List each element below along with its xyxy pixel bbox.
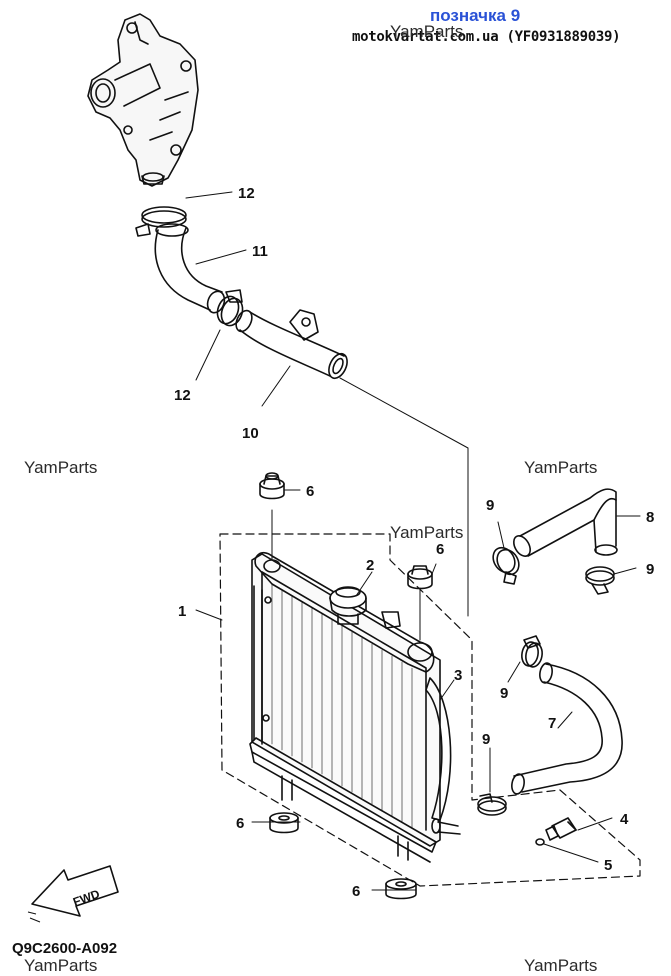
hose-clamp-9-c <box>521 635 543 668</box>
callout-3: 3 <box>454 667 462 684</box>
callout-4: 4 <box>620 811 629 828</box>
hose-11 <box>154 223 226 314</box>
damper-bottom-left <box>269 812 299 834</box>
callout-12-upper: 12 <box>238 185 255 202</box>
hose-clamp-9-d <box>477 793 507 816</box>
header-title: позначка 9 <box>430 6 521 25</box>
radiator <box>249 509 461 863</box>
callout-9-a: 9 <box>486 497 494 514</box>
radiator-cap <box>329 586 367 625</box>
watermark-bottom-right: YamParts <box>524 956 598 975</box>
watermark-left: YamParts <box>24 458 98 477</box>
callout-9-c: 9 <box>500 685 508 702</box>
callout-12-lower: 12 <box>174 387 191 404</box>
callout-5: 5 <box>604 857 612 874</box>
callout-6-bottom-left: 6 <box>236 815 244 832</box>
callout-6-bottom-right: 6 <box>352 883 360 900</box>
leader-line <box>339 377 469 617</box>
damper-right <box>407 565 433 590</box>
pipe-10 <box>235 309 348 380</box>
header-site: motokvartat.com.ua (YF0931889039) <box>352 29 621 45</box>
callout-6-right: 6 <box>436 541 444 558</box>
damper-top <box>259 472 285 500</box>
callout-9-d: 9 <box>482 731 490 748</box>
drawing-code: Q9C2600-A092 <box>12 940 118 957</box>
damper-bottom-right <box>385 878 417 900</box>
callout-9-b: 9 <box>646 561 654 578</box>
fwd-arrow-icon: FWD <box>27 865 119 923</box>
assembly-outline <box>219 533 641 887</box>
callout-8: 8 <box>646 509 654 526</box>
hose-8 <box>513 488 618 557</box>
callout-2: 2 <box>366 557 374 574</box>
watermark-right: YamParts <box>524 458 598 477</box>
callout-leaders <box>185 191 641 891</box>
callout-7: 7 <box>548 715 556 732</box>
watermark-bottom-left: YamParts <box>24 956 98 975</box>
thermo-switch <box>545 817 577 841</box>
hose-clamp-9-b <box>585 566 615 595</box>
watermark-center: YamParts <box>390 523 464 542</box>
callout-10: 10 <box>242 425 259 442</box>
gasket <box>535 838 545 846</box>
hose-clamp-9-a <box>492 546 520 585</box>
callout-11: 11 <box>252 243 268 260</box>
hose-7 <box>511 662 623 795</box>
water-pump-housing <box>87 13 199 187</box>
hose-clamp-12-lower <box>216 289 244 327</box>
callout-6-top: 6 <box>306 483 314 500</box>
hose-clamp-12-upper <box>135 206 187 237</box>
radiator-shroud <box>425 677 452 821</box>
callout-1: 1 <box>178 603 186 620</box>
watermark-top: YamParts <box>390 22 464 41</box>
